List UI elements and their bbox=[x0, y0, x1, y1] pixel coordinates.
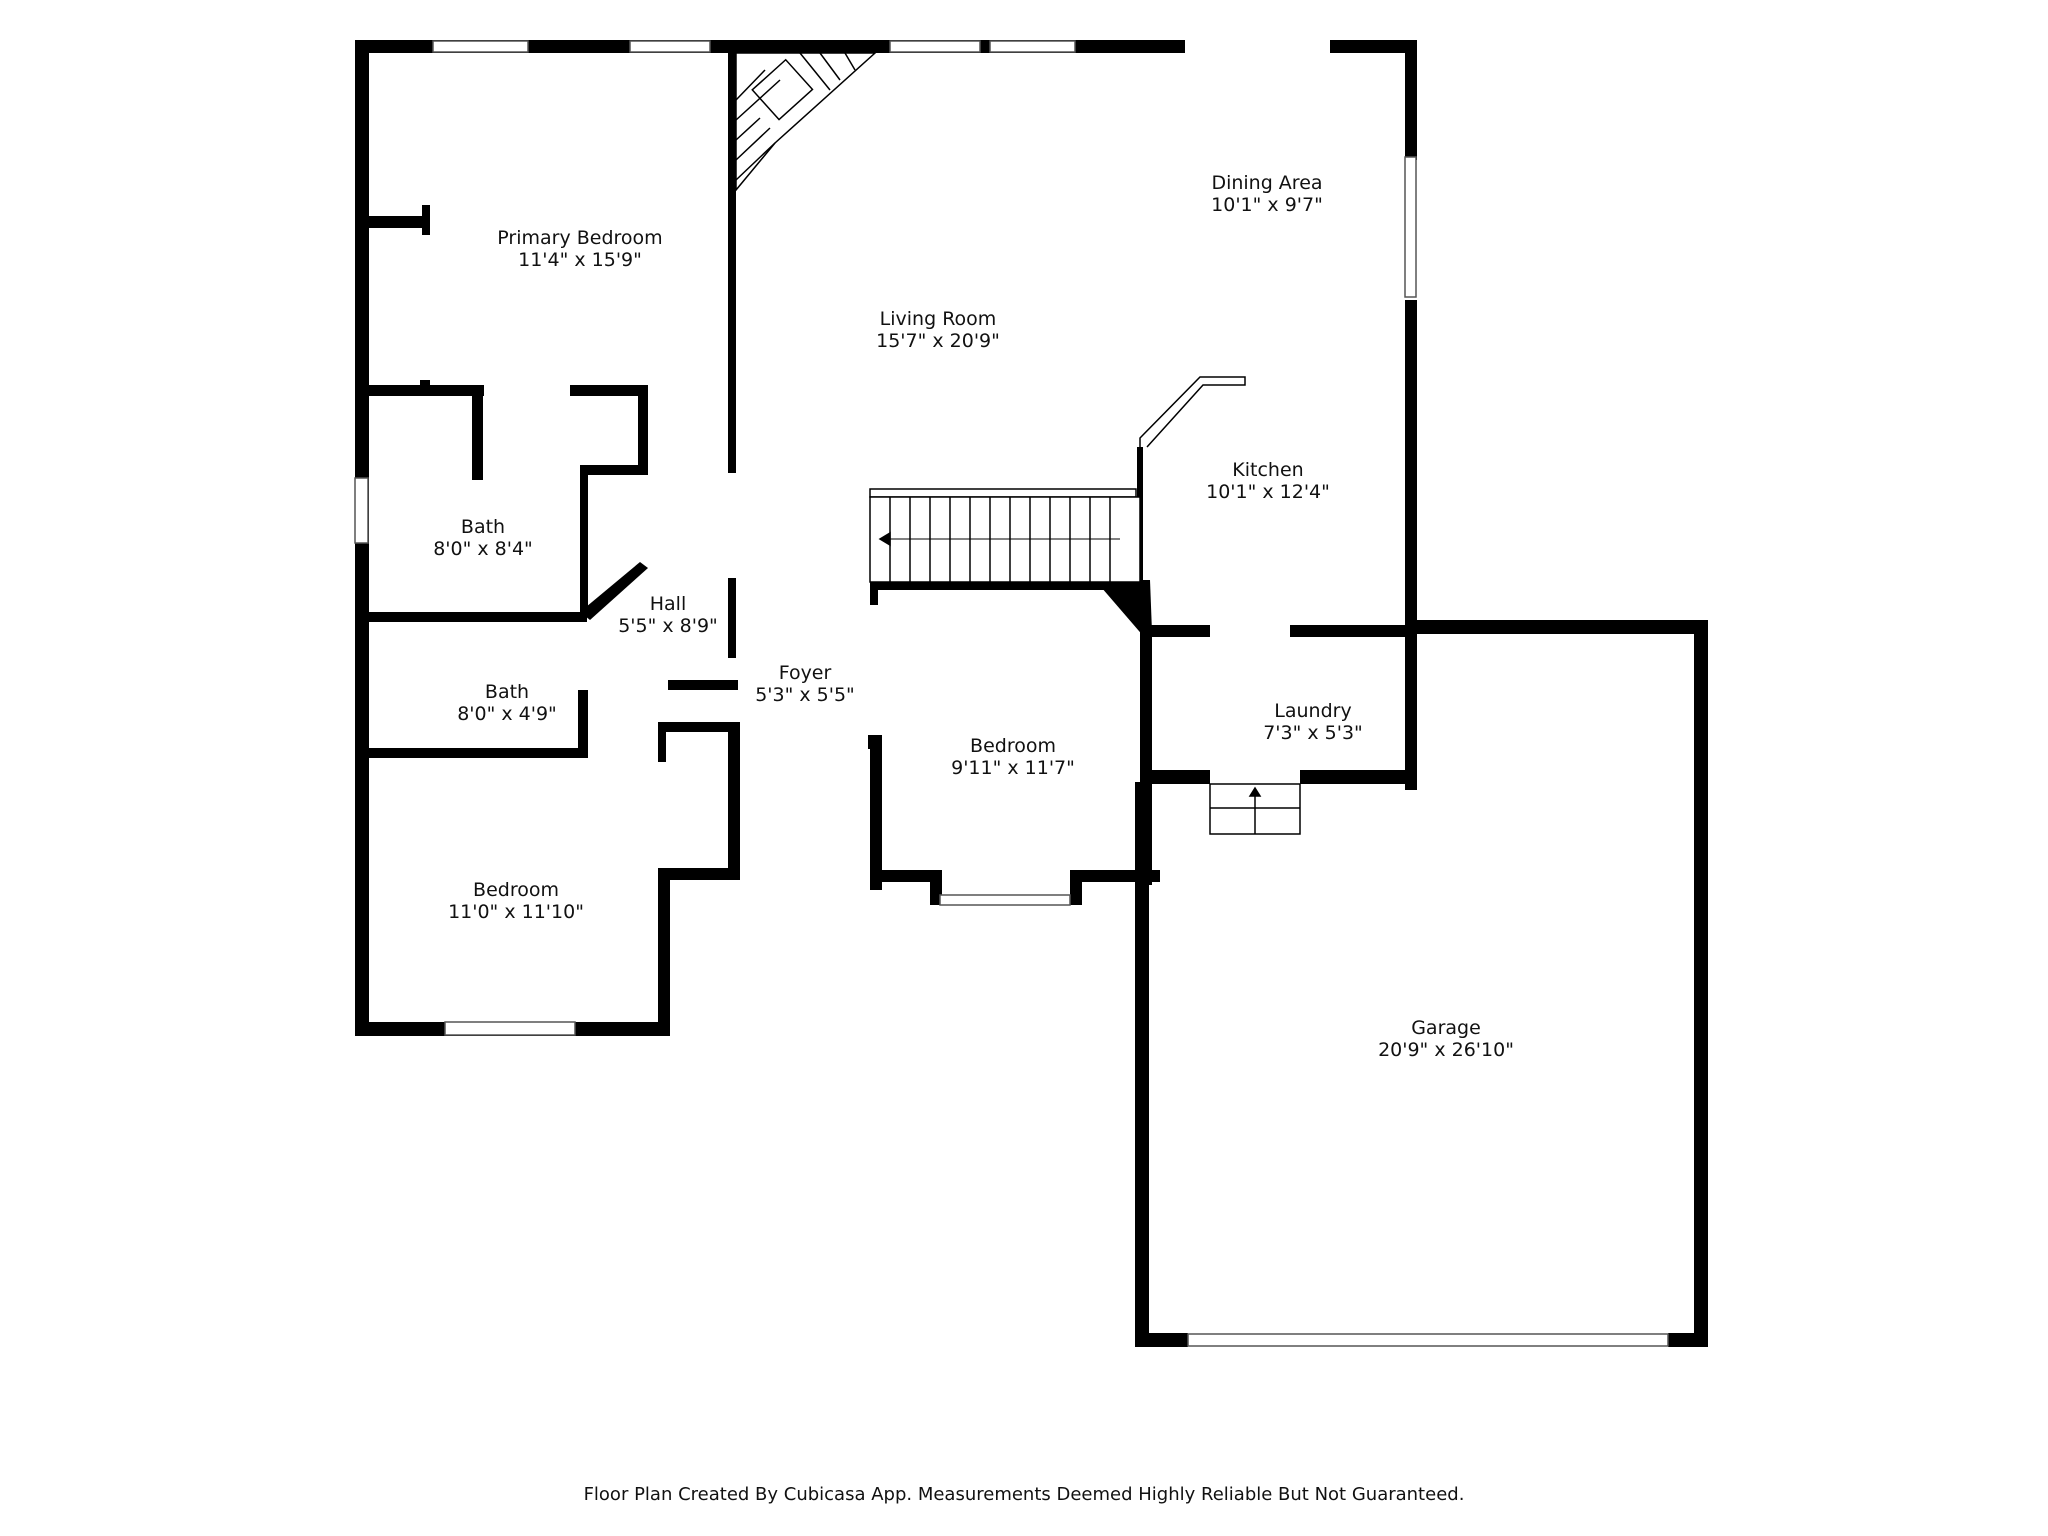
room-dims-foyer: 5'3" x 5'5" bbox=[755, 684, 855, 706]
wall bbox=[728, 53, 736, 473]
opening bbox=[1210, 624, 1290, 638]
window bbox=[354, 477, 369, 544]
wall bbox=[355, 385, 485, 396]
fireplace bbox=[735, 52, 877, 193]
room-dims-living-room: 15'7" x 20'9" bbox=[876, 330, 1000, 352]
window bbox=[1187, 1333, 1669, 1347]
wall bbox=[870, 580, 1105, 590]
room-name-bedroom-center: Bedroom bbox=[970, 735, 1056, 757]
wall bbox=[668, 680, 738, 690]
windows bbox=[354, 40, 1669, 1347]
wall bbox=[1135, 1333, 1188, 1347]
room-name-dining-area: Dining Area bbox=[1211, 172, 1322, 194]
room-dims-hall: 5'5" x 8'9" bbox=[618, 615, 718, 637]
window bbox=[1404, 156, 1417, 298]
wall bbox=[870, 740, 882, 890]
room-name-bedroom-left: Bedroom bbox=[473, 879, 559, 901]
wall bbox=[1140, 625, 1148, 637]
opening bbox=[1185, 40, 1330, 53]
openings bbox=[484, 40, 1330, 785]
room-name-garage: Garage bbox=[1411, 1017, 1481, 1039]
wall bbox=[472, 385, 483, 480]
wall bbox=[355, 40, 1416, 53]
wall bbox=[1300, 770, 1417, 784]
room-dims-bedroom-left: 11'0" x 11'10" bbox=[448, 901, 584, 923]
wall bbox=[1694, 620, 1708, 1347]
wall bbox=[1150, 770, 1210, 784]
stairs bbox=[869, 488, 1141, 583]
wall bbox=[658, 722, 666, 762]
wall bbox=[728, 578, 736, 658]
room-dims-dining-area: 10'1" x 9'7" bbox=[1211, 194, 1323, 216]
room-name-living-room: Living Room bbox=[880, 308, 997, 330]
room-name-laundry: Laundry bbox=[1274, 700, 1351, 722]
stair-rail bbox=[869, 488, 1137, 498]
window bbox=[939, 894, 1071, 906]
wall bbox=[1407, 620, 1707, 634]
wall bbox=[580, 562, 648, 620]
wall bbox=[1290, 625, 1417, 637]
wall bbox=[728, 735, 740, 747]
wall bbox=[870, 870, 940, 882]
opening bbox=[484, 384, 570, 397]
opening bbox=[1210, 769, 1300, 785]
window bbox=[444, 1021, 576, 1036]
wall bbox=[355, 612, 587, 622]
wall bbox=[355, 216, 430, 228]
room-labels: Primary Bedroom 11'4" x 15'9" Living Roo… bbox=[433, 172, 1514, 1061]
wall bbox=[580, 465, 648, 475]
room-dims-kitchen: 10'1" x 12'4" bbox=[1206, 481, 1330, 503]
kitchen-counter bbox=[1139, 376, 1246, 448]
room-name-hall: Hall bbox=[650, 593, 687, 615]
wall bbox=[570, 385, 648, 396]
window bbox=[629, 40, 711, 53]
wall bbox=[638, 385, 648, 470]
room-name-bath-upper: Bath bbox=[461, 516, 505, 538]
wall bbox=[578, 690, 588, 758]
wall bbox=[658, 870, 670, 1036]
wall bbox=[1140, 625, 1210, 637]
wall bbox=[1135, 782, 1149, 1347]
room-name-primary-bedroom: Primary Bedroom bbox=[497, 227, 662, 249]
wall bbox=[422, 205, 430, 235]
window bbox=[889, 40, 981, 53]
wall bbox=[930, 870, 942, 905]
room-dims-bedroom-center: 9'11" x 11'7" bbox=[951, 757, 1075, 779]
window bbox=[989, 40, 1076, 53]
wall bbox=[1405, 625, 1417, 785]
garage-steps bbox=[1209, 783, 1301, 835]
room-dims-laundry: 7'3" x 5'3" bbox=[1263, 722, 1363, 744]
wall bbox=[870, 580, 878, 605]
window bbox=[432, 40, 529, 53]
room-dims-bath-lower: 8'0" x 4'9" bbox=[457, 703, 557, 725]
wall bbox=[658, 722, 738, 732]
wall bbox=[658, 868, 738, 880]
wall bbox=[580, 465, 588, 615]
wall bbox=[728, 722, 740, 880]
wall bbox=[1405, 40, 1417, 160]
room-dims-garage: 20'9" x 26'10" bbox=[1378, 1039, 1514, 1061]
room-dims-primary-bedroom: 11'4" x 15'9" bbox=[518, 249, 642, 271]
wall bbox=[355, 748, 587, 758]
room-name-bath-lower: Bath bbox=[485, 681, 529, 703]
room-dims-bath-upper: 8'0" x 8'4" bbox=[433, 538, 533, 560]
room-name-foyer: Foyer bbox=[779, 662, 832, 684]
room-name-kitchen: Kitchen bbox=[1232, 459, 1303, 481]
footer-disclaimer: Floor Plan Created By Cubicasa App. Meas… bbox=[583, 1484, 1465, 1505]
wall bbox=[1668, 1333, 1708, 1347]
